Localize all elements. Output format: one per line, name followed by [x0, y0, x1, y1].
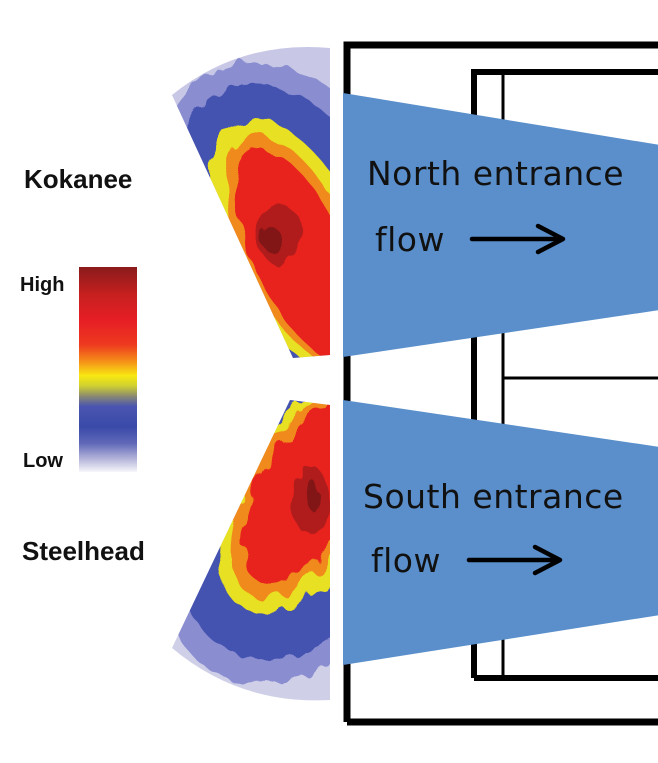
south-flow-word: flow [371, 541, 441, 580]
north-flow-right-arrow-icon [469, 223, 566, 255]
colorbar-low-label: Low [23, 450, 63, 472]
north-flow-title: North entrance [367, 154, 625, 193]
colorbar [79, 267, 137, 472]
steelhead-label: Steelhead [22, 536, 145, 566]
kokanee-label: Kokanee [24, 164, 133, 194]
south-flow-title: South entrance [363, 477, 624, 516]
south-flow-right-arrow-icon [466, 544, 563, 576]
colorbar-high-label: High [20, 274, 65, 296]
north-entrance-flow-area [343, 93, 658, 357]
north-flow-word: flow [375, 220, 445, 259]
south-entrance-flow-area [343, 400, 658, 665]
